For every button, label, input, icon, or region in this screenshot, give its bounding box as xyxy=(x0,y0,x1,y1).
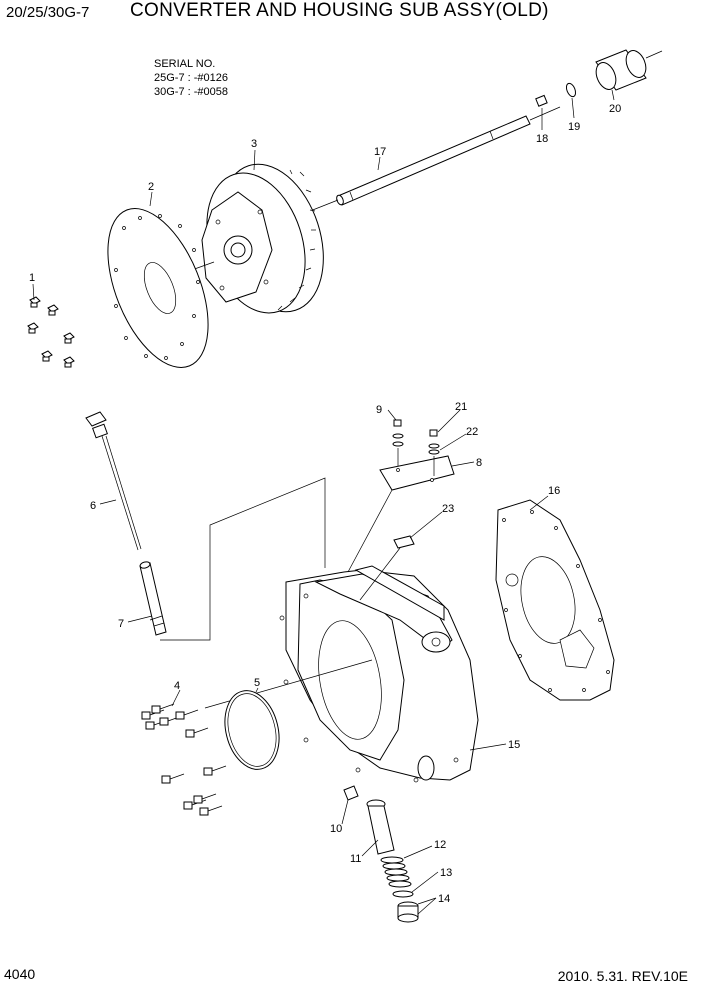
serial-heading: SERIAL NO. xyxy=(154,58,216,70)
part-12-spring xyxy=(380,856,412,888)
part-16-housing-gasket xyxy=(495,499,615,701)
model-label: 20/25/30G-7 xyxy=(6,4,90,21)
page-title: CONVERTER AND HOUSING SUB ASSY(OLD) xyxy=(130,0,549,21)
callout-19: 19 xyxy=(568,121,580,133)
part-7-dipstick-tube xyxy=(139,561,167,636)
callout-numbers: 1 2 3 4 5 6 7 8 9 10 11 12 13 14 15 16 1… xyxy=(29,103,621,905)
part-20-sleeve xyxy=(595,49,663,91)
part-18-bushing xyxy=(535,94,548,107)
callout-leaders xyxy=(32,89,615,915)
callout-5: 5 xyxy=(254,677,260,689)
callout-13: 13 xyxy=(440,867,452,879)
part-9-bolt xyxy=(392,419,404,466)
callout-20: 20 xyxy=(609,103,621,115)
callout-14: 14 xyxy=(438,893,450,905)
part-19-snap-ring xyxy=(565,82,577,98)
part-11-plunger xyxy=(366,799,395,855)
part-21-bolt xyxy=(428,429,440,476)
callout-21: 21 xyxy=(455,401,467,413)
callout-16: 16 xyxy=(548,485,560,497)
callout-22: 22 xyxy=(466,426,478,438)
callout-2: 2 xyxy=(148,181,154,193)
part-2-flex-plate xyxy=(107,208,209,368)
callout-3: 3 xyxy=(251,138,257,150)
callout-15: 15 xyxy=(508,739,520,751)
converter-vanes xyxy=(277,169,316,311)
page-number: 4040 xyxy=(4,966,36,982)
callout-17: 17 xyxy=(374,146,386,158)
callout-12: 12 xyxy=(434,839,446,851)
callout-6: 6 xyxy=(90,500,96,512)
callout-18: 18 xyxy=(536,133,548,145)
part-10-fitting xyxy=(343,785,359,801)
revision-date: 2010. 5.31. REV.10E xyxy=(557,968,688,984)
part-4-bolts xyxy=(141,703,227,816)
callout-4: 4 xyxy=(174,680,180,692)
callout-9: 9 xyxy=(376,404,382,416)
serial-line-25g: 25G-7 : -#0126 xyxy=(154,72,228,84)
part-3-torque-converter xyxy=(149,163,324,314)
part-6-dipstick xyxy=(85,411,142,551)
part-1-bolts xyxy=(27,296,75,368)
callout-1: 1 xyxy=(29,272,35,284)
callout-10: 10 xyxy=(330,823,342,835)
part-14-plug xyxy=(397,901,419,923)
part-17-shaft xyxy=(299,106,561,216)
part-15-converter-housing xyxy=(204,565,479,783)
callout-8: 8 xyxy=(476,457,482,469)
part-13-washer xyxy=(392,890,414,898)
part-8-cover-plate xyxy=(379,455,455,491)
callout-7: 7 xyxy=(118,618,124,630)
part-5-o-ring xyxy=(224,690,280,770)
serial-note: SERIAL NO. 25G-7 : -#0126 30G-7 : -#0058 xyxy=(154,57,228,99)
callout-23: 23 xyxy=(442,503,454,515)
serial-line-30g: 30G-7 : -#0058 xyxy=(154,86,228,98)
part-23-gasket xyxy=(393,535,415,549)
callout-11: 11 xyxy=(350,853,361,865)
